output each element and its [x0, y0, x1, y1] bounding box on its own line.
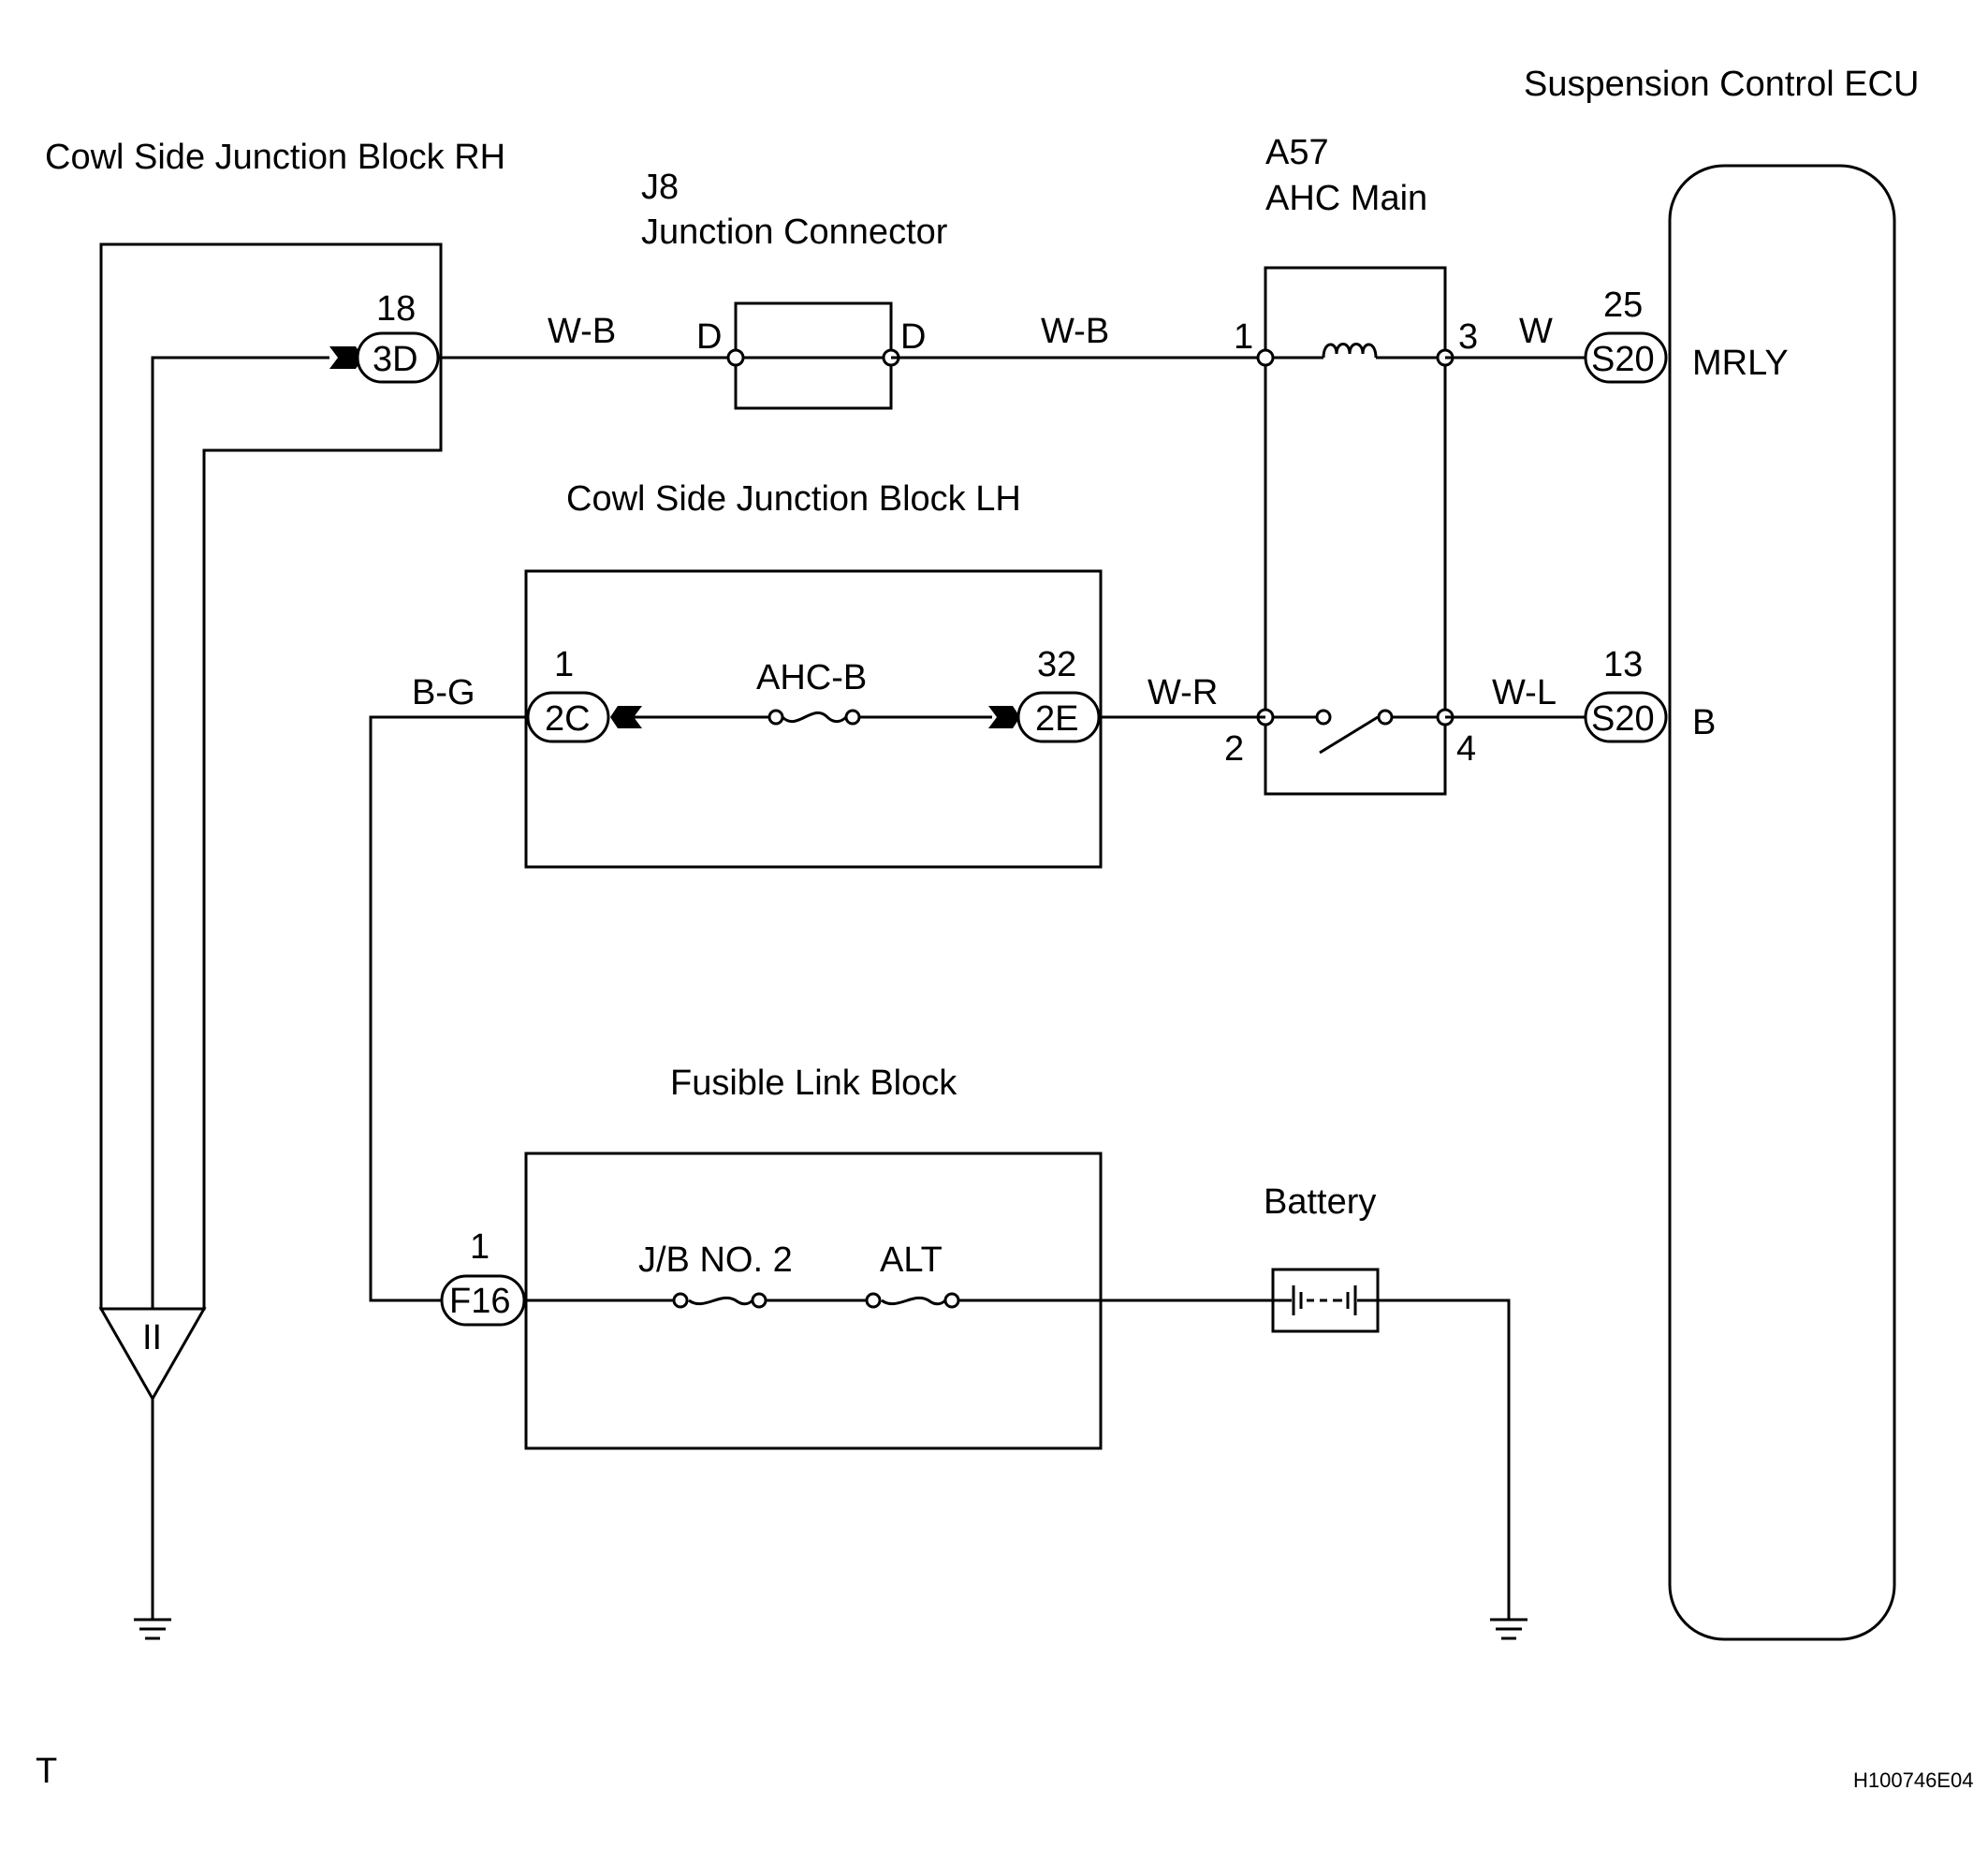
connector-s20-top	[1584, 331, 1668, 384]
wire-bg	[369, 715, 528, 1302]
wire-mrly-color: W	[1519, 312, 1553, 351]
wire-top-mid-color: W-B	[1041, 312, 1109, 351]
ecu-terminal-mrly: MRLY	[1692, 344, 1789, 383]
connector-2e-pin: 32	[1037, 645, 1076, 684]
jb-rh-internal-wire	[151, 356, 329, 1309]
connector-2c-pin: 1	[554, 645, 574, 684]
connector-s20-bot-label: S20	[1591, 699, 1655, 739]
connector-s20-bottom	[1584, 691, 1668, 743]
relay-terminal-1	[1256, 348, 1275, 367]
fuse-ahc-b-terminal-left	[767, 709, 784, 726]
j8-junction-connector-box	[734, 301, 893, 410]
wire-top-left-color: W-B	[548, 312, 616, 351]
connector-s20-bot-pin: 13	[1603, 645, 1643, 684]
connector-s20-top-pin: 25	[1603, 286, 1643, 325]
fuse-alt-terminal-left	[865, 1292, 882, 1309]
suspension-control-ecu-box	[1668, 164, 1896, 1641]
connector-f16-pin: 1	[470, 1227, 490, 1267]
ground-icon-right	[1490, 1618, 1528, 1640]
corner-mark: T	[36, 1752, 57, 1791]
connector-arrow-3d	[329, 346, 363, 369]
jb-lh-title: Cowl Side Junction Block LH	[566, 479, 1021, 519]
j8-id: J8	[641, 168, 679, 207]
jb-rh-title: Cowl Side Junction Block RH	[45, 138, 505, 177]
fuse-jb-no2-icon	[688, 1296, 754, 1306]
fuse-ahc-b-label: AHC-B	[756, 658, 867, 697]
relay-id: A57	[1265, 133, 1329, 172]
fuse-alt-label: ALT	[880, 1240, 943, 1280]
wire-bg-color: B-G	[412, 673, 475, 712]
battery-icon	[1273, 1285, 1378, 1315]
relay-coil-icon	[1322, 343, 1378, 359]
fuse-jb-no2-terminal-left	[672, 1292, 689, 1309]
ground-triangle-mark: II	[142, 1318, 162, 1357]
relay-pin-3: 3	[1458, 317, 1478, 357]
j8-terminal-left	[726, 348, 745, 367]
relay-switch-contact-right	[1377, 709, 1394, 726]
connector-2c-label: 2C	[545, 699, 591, 739]
relay-pin-1: 1	[1234, 317, 1253, 357]
relay-switch-blade	[1319, 715, 1379, 755]
fuse-jb-no2-label: J/B NO. 2	[638, 1240, 793, 1280]
relay-name: AHC Main	[1265, 179, 1427, 218]
diagram-code: H100746E04	[1853, 1768, 1973, 1792]
connector-s20-top-label: S20	[1591, 340, 1655, 379]
connector-arrow-2e	[988, 706, 1020, 728]
connector-3d-pin: 18	[376, 289, 416, 329]
connector-arrow-2c	[610, 706, 642, 728]
ground-icon-left	[134, 1618, 171, 1640]
ground-triangle	[98, 1307, 207, 1402]
j8-name: Junction Connector	[641, 213, 948, 252]
relay-box	[1264, 266, 1447, 796]
j8-pin-right: D	[900, 317, 926, 357]
connector-2e-label: 2E	[1035, 699, 1078, 739]
battery-title: Battery	[1264, 1182, 1376, 1222]
fuse-alt-icon	[881, 1296, 947, 1306]
relay-switch-contact-left	[1315, 709, 1332, 726]
connector-3d-label: 3D	[373, 340, 418, 379]
relay-pin-2: 2	[1224, 729, 1244, 769]
wire-wl-color: W-L	[1492, 673, 1557, 712]
relay-pin-4: 4	[1456, 729, 1476, 769]
connector-f16-label: F16	[449, 1282, 510, 1321]
fusible-link-block-title: Fusible Link Block	[670, 1064, 957, 1103]
fuse-alt-terminal-right	[943, 1292, 960, 1309]
battery-ground-wire	[1378, 1299, 1511, 1620]
fuse-jb-no2-terminal-right	[751, 1292, 767, 1309]
jb-lh-box	[524, 569, 1103, 869]
ecu-terminal-b: B	[1692, 703, 1716, 742]
wire-wr-color: W-R	[1147, 673, 1218, 712]
j8-pin-left: D	[696, 317, 722, 357]
ecu-title: Suspension Control ECU	[1524, 65, 1919, 104]
fuse-ahc-b-terminal-right	[844, 709, 861, 726]
fuse-ahc-b-icon	[781, 711, 848, 724]
